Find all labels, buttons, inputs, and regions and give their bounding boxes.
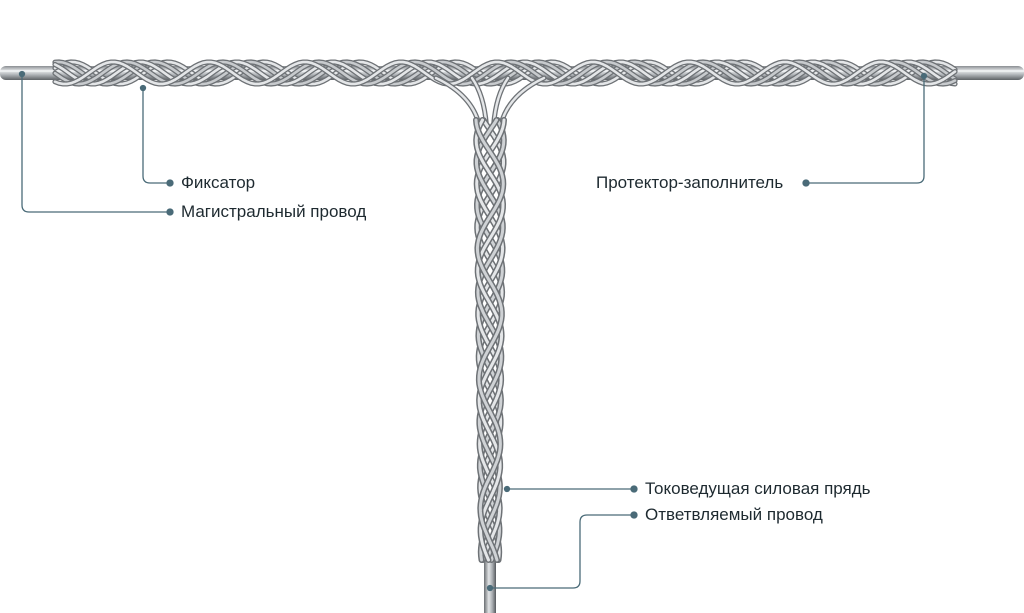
label-conductive-strand: Токоведущая силовая прядь [645, 479, 871, 498]
helix-strand [53, 60, 957, 86]
conductive-strand-graphic [433, 75, 547, 563]
branch-wire-graphic [484, 548, 496, 613]
leader-branch-wire [490, 514, 632, 589]
label-protector-filler: Протектор-заполнитель [596, 173, 784, 192]
leader-main-wire [21, 74, 168, 213]
label-fixator: Фиксатор [181, 173, 256, 192]
leader-lines [18, 70, 928, 592]
bundle-strand [474, 118, 505, 562]
bundle-strand [475, 118, 505, 562]
label-branch-wire: Ответвляемый провод [645, 505, 823, 524]
label-main-wire: Магистральный провод [181, 202, 367, 221]
leader-fixator [142, 88, 168, 184]
leader-protector [807, 76, 925, 184]
